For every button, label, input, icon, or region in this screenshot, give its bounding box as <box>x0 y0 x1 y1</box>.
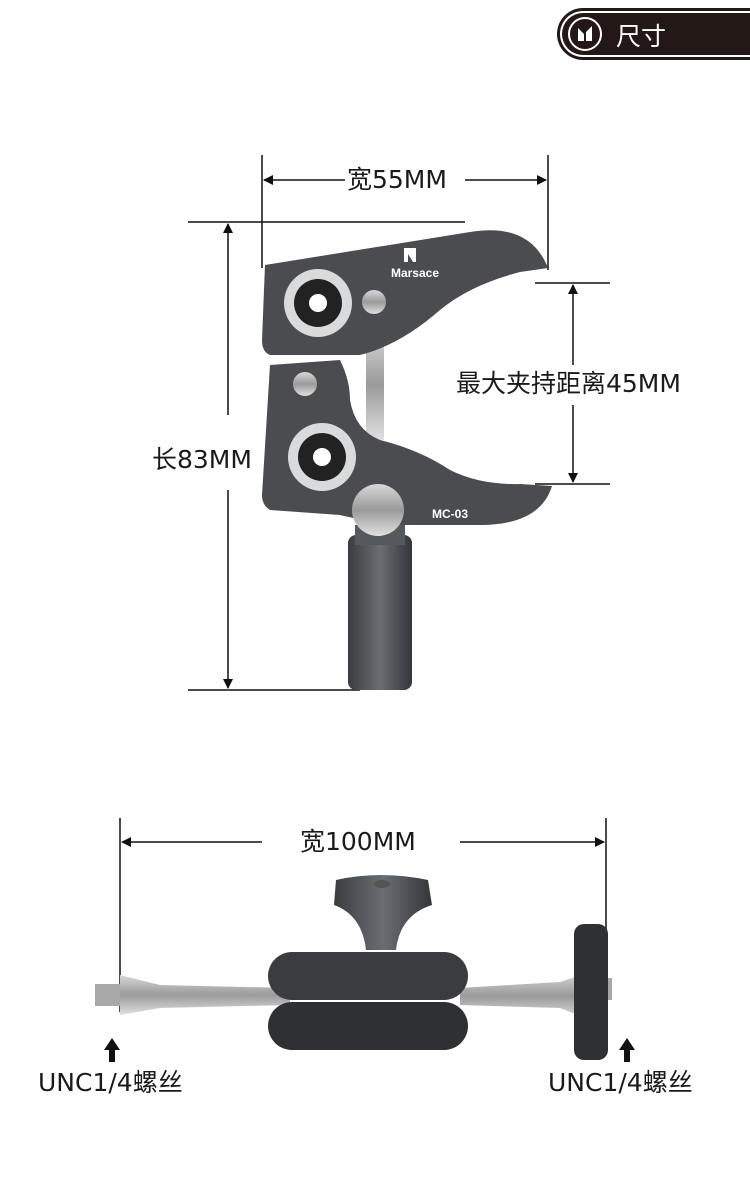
clamp-dimensions <box>188 155 610 691</box>
right-thread-label: UNC1/4螺丝 <box>548 1068 693 1098</box>
super-clamp-image: Marsace MC-03 <box>262 230 552 690</box>
magic-arm-image <box>95 875 612 1060</box>
left-up-arrow-icon <box>104 1038 120 1062</box>
max-clamp-label: 最大夹持距离45MM <box>456 369 681 398</box>
marsace-logo-icon <box>568 17 602 51</box>
clamp-width-label: 宽55MM <box>347 165 447 195</box>
thread-arrows <box>104 1038 635 1062</box>
clamp-model: MC-03 <box>432 507 468 521</box>
arm-width-label: 宽100MM <box>300 827 416 857</box>
section-badge: 尺寸 <box>560 11 750 57</box>
clamp-brand: Marsace <box>391 266 439 280</box>
right-up-arrow-icon <box>619 1038 635 1062</box>
clamp-length-label: 长83MM <box>152 445 252 475</box>
left-thread-label: UNC1/4螺丝 <box>38 1068 183 1098</box>
section-title: 尺寸 <box>616 22 667 51</box>
